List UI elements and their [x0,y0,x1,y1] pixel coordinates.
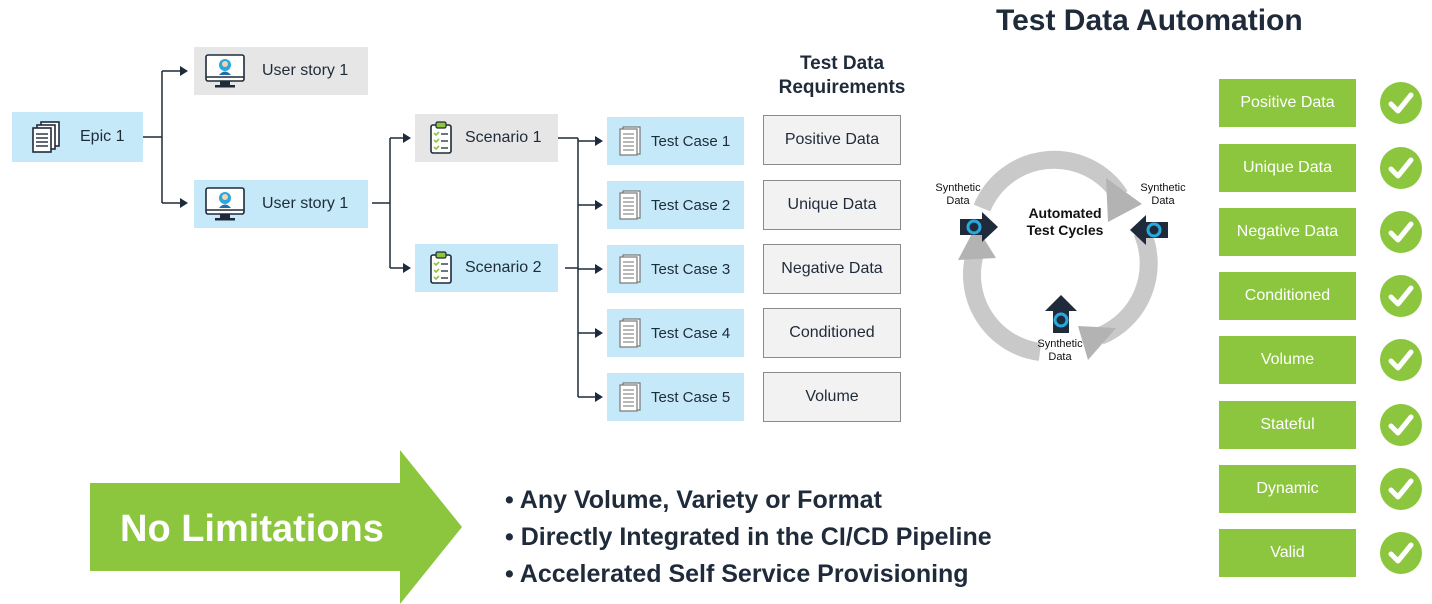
synthetic-data-label-right: Synthetic Data [1140,182,1186,207]
user-story-node: User story 1 [194,47,368,95]
automation-item: Stateful [1219,401,1356,449]
clipboard-icon [430,121,452,154]
checkmark-icon [1380,211,1422,253]
cycle-center-label: Automated Test Cycles [1010,205,1120,239]
checkmark-icon [1380,404,1422,446]
benefit-item: • Accelerated Self Service Provisioning [505,560,969,588]
no-limitations-arrow [90,450,462,604]
synthetic-data-arrow-icon [960,212,998,242]
requirements-heading-line2: Requirements [778,77,906,98]
monitor-user-icon [205,187,245,221]
requirement-box: Conditioned [763,308,901,358]
test-case-label: Test Case 5 [651,388,731,406]
cycle-arrows-graphic [958,150,1158,361]
document-icon [619,126,641,156]
test-case-node: Test Case 1 [607,117,744,165]
automation-item: Negative Data [1219,208,1356,256]
test-case-label: Test Case 1 [651,132,731,150]
benefit-item: • Directly Integrated in the CI/CD Pipel… [505,523,992,551]
automation-item: Valid [1219,529,1356,577]
checkmark-icon [1380,468,1422,510]
cycle-center-line1: Automated [1028,205,1102,221]
checkmark-icon [1380,82,1422,124]
epic-label: Epic 1 [80,128,125,145]
automation-item: Conditioned [1219,272,1356,320]
epic-node: Epic 1 [12,112,143,162]
requirement-box: Unique Data [763,180,901,230]
scenario-label: Scenario 2 [465,259,542,276]
test-case-node: Test Case 2 [607,181,744,229]
synthetic-data-label-bottom: Synthetic Data [1037,338,1083,363]
document-icon [619,254,641,284]
test-case-label: Test Case 3 [651,260,731,278]
checkmark-icon [1380,532,1422,574]
synthetic-data-arrow-icon [1130,215,1168,245]
scenario-node: Scenario 1 [415,114,558,162]
page-title: Test Data Automation [996,4,1303,37]
clipboard-icon [430,251,452,284]
synthetic-data-arrow-icon [1045,295,1077,333]
checkmark-icon [1380,147,1422,189]
test-case-node: Test Case 4 [607,309,744,357]
user-story-label: User story 1 [262,62,349,79]
documents-icon [32,121,60,153]
test-case-label: Test Case 4 [651,324,731,342]
cycle-center-line2: Test Cycles [1026,222,1104,238]
requirement-box: Negative Data [763,244,901,294]
test-case-node: Test Case 3 [607,245,744,293]
user-story-label: User story 1 [262,195,349,212]
checkmark-icon [1380,275,1422,317]
scenario-label: Scenario 1 [465,129,542,146]
document-icon [619,382,641,412]
benefits-list: • Any Volume, Variety or Format • Direct… [505,482,992,593]
synthetic-data-label-left: Synthetic Data [935,182,981,207]
document-icon [619,190,641,220]
automation-item: Positive Data [1219,79,1356,127]
user-story-node: User story 1 [194,180,368,228]
requirement-box: Volume [763,372,901,422]
automation-item: Unique Data [1219,144,1356,192]
document-icon [619,318,641,348]
requirements-heading: Test Data Requirements [765,52,919,100]
benefit-item: • Any Volume, Variety or Format [505,486,882,514]
automation-item: Volume [1219,336,1356,384]
requirement-box: Positive Data [763,115,901,165]
test-case-node: Test Case 5 [607,373,744,421]
test-case-label: Test Case 2 [651,196,731,214]
checkmark-icon [1380,339,1422,381]
no-limitations-label: No Limitations [120,508,384,550]
scenario-node: Scenario 2 [415,244,558,292]
requirements-heading-line1: Test Data [799,53,885,74]
monitor-user-icon [205,54,245,88]
automation-item: Dynamic [1219,465,1356,513]
